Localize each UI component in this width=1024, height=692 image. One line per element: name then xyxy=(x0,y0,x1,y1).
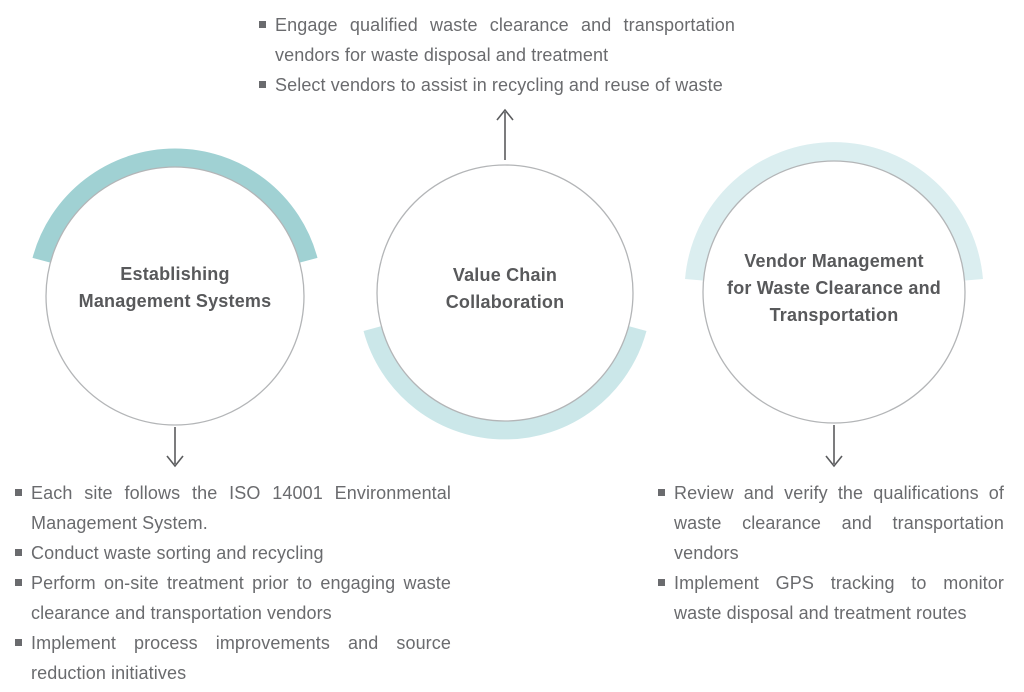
bullet-square-icon xyxy=(259,21,266,28)
bottom-left-notes-list: Each site follows the ISO 14001 Environm… xyxy=(15,478,451,688)
note-item: Engage qualified waste clearance and tra… xyxy=(259,10,735,70)
title-line: Value Chain xyxy=(452,265,558,285)
circle-value-chain-collaboration xyxy=(376,164,634,422)
note-item: Review and verify the qualifications of … xyxy=(658,478,1004,568)
note-item: Perform on-site treatment prior to engag… xyxy=(15,568,451,628)
note-text: Select vendors to assist in recycling an… xyxy=(275,75,723,95)
note-item: Conduct waste sorting and recycling xyxy=(15,538,451,568)
title-line: Management Systems xyxy=(78,291,272,311)
arc-establishing xyxy=(32,148,318,263)
note-text: Each site follows the ISO 14001 Environm… xyxy=(31,483,451,533)
connector-arrow-down-establishing-icon xyxy=(166,427,184,468)
title-line: Transportation xyxy=(769,305,899,325)
bullet-square-icon xyxy=(658,579,665,586)
note-text: Conduct waste sorting and recycling xyxy=(31,543,324,563)
note-text: Implement GPS tracking to monitor waste … xyxy=(674,573,1004,623)
top-notes-list: Engage qualified waste clearance and tra… xyxy=(259,10,735,100)
circle-title-value-chain: Value Chain Collaboration xyxy=(375,262,635,316)
arc-vendor-management xyxy=(685,142,983,281)
title-line: Establishing xyxy=(120,264,230,284)
bottom-right-notes-list: Review and verify the qualifications of … xyxy=(658,478,1004,628)
arrow-head-icon xyxy=(825,455,843,468)
bullet-square-icon xyxy=(15,549,22,556)
title-line: for Waste Clearance and xyxy=(727,278,941,298)
circle-title-vendor-management: Vendor Management for Waste Clearance an… xyxy=(694,248,974,329)
bullet-square-icon xyxy=(658,489,665,496)
note-text: Engage qualified waste clearance and tra… xyxy=(275,15,735,65)
note-item: Select vendors to assist in recycling an… xyxy=(259,70,735,100)
circle-vendor-management xyxy=(702,160,966,424)
title-line: Vendor Management xyxy=(744,251,924,271)
bullet-square-icon xyxy=(15,639,22,646)
circle-establishing-management-systems xyxy=(45,166,305,426)
bullet-square-icon xyxy=(15,489,22,496)
circle-title-establishing: Establishing Management Systems xyxy=(45,261,305,315)
arc-value-chain xyxy=(363,326,647,440)
note-text: Implement process improvements and sourc… xyxy=(31,633,451,683)
note-item: Implement process improvements and sourc… xyxy=(15,628,451,688)
arrow-head-icon xyxy=(166,455,184,468)
title-line: Collaboration xyxy=(445,292,565,312)
bullet-square-icon xyxy=(15,579,22,586)
note-text: Perform on-site treatment prior to engag… xyxy=(31,573,451,623)
bullet-square-icon xyxy=(259,81,266,88)
note-text: Review and verify the qualifications of … xyxy=(674,483,1004,563)
note-item: Each site follows the ISO 14001 Environm… xyxy=(15,478,451,538)
note-item: Implement GPS tracking to monitor waste … xyxy=(658,568,1004,628)
arrow-head-icon xyxy=(496,108,514,121)
connector-arrow-down-vendor-icon xyxy=(825,425,843,468)
connector-arrow-up-value-chain-icon xyxy=(496,108,514,160)
